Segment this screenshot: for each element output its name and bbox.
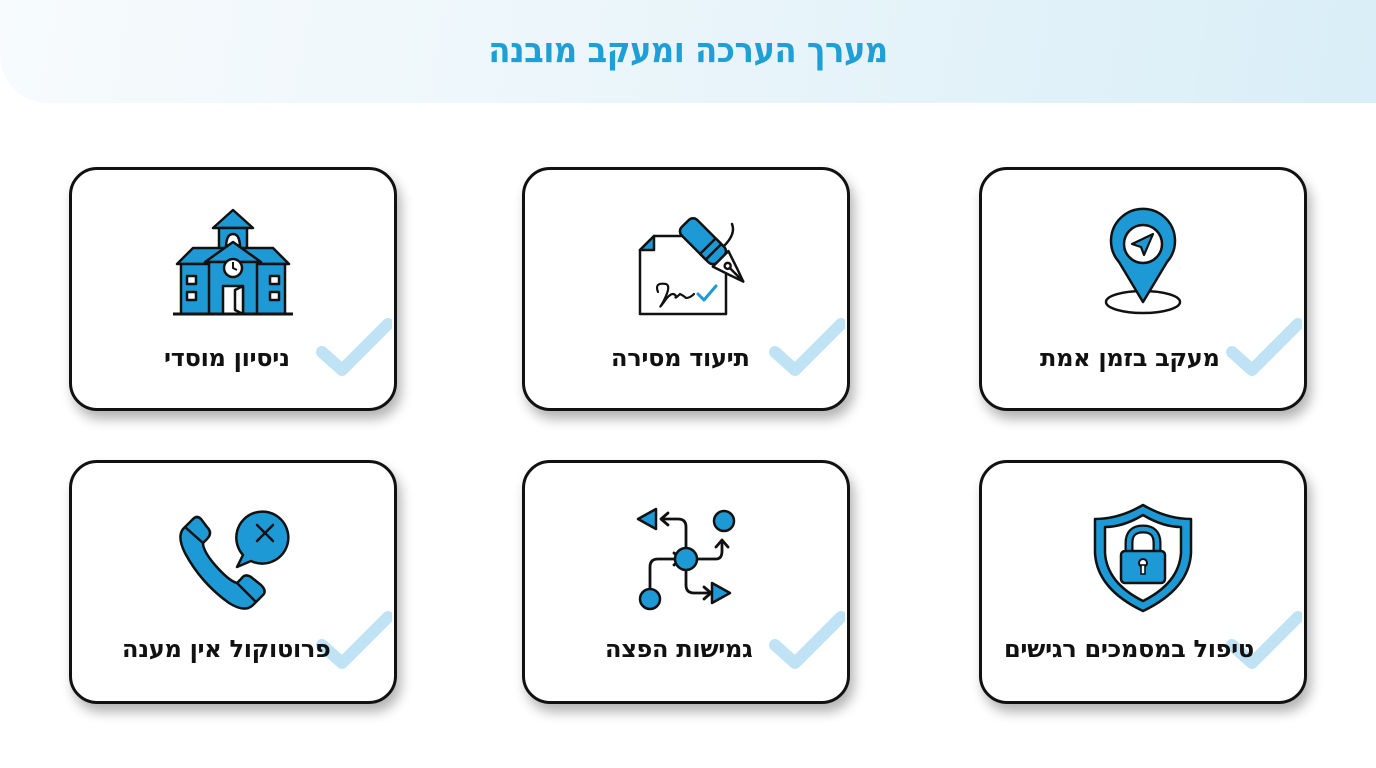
page-header: מערך הערכה ומעקב מובנה [0,0,1376,103]
card-label: פרוטוקול אין מענה [122,635,331,663]
feature-card-no-answer-protocol: פרוטוקול אין מענה [69,460,397,704]
checkmark-icon [1224,316,1304,380]
location-pin-navigation-icon [1081,204,1205,322]
distribution-flow-icon [624,497,748,615]
signed-document-pen-icon [624,204,748,322]
card-label: גמישות הפצה [605,635,753,663]
school-building-icon [171,204,295,322]
feature-card-realtime-tracking: מעקב בזמן אמת [979,167,1307,411]
checkmark-icon [1224,609,1304,673]
card-label: מעקב בזמן אמת [1040,344,1220,372]
checkmark-icon [314,609,394,673]
card-label: טיפול במסמכים רגישים [1004,635,1254,663]
checkmark-icon [767,316,847,380]
card-label: ניסיון מוסדי [164,344,290,372]
feature-card-delivery-documentation: תיעוד מסירה [522,167,850,411]
checkmark-icon [767,609,847,673]
feature-card-institutional-experience: ניסיון מוסדי [69,167,397,411]
card-label: תיעוד מסירה [611,344,750,372]
page-title: מערך הערכה ומעקב מובנה [488,30,888,71]
phone-no-answer-icon [171,497,295,615]
feature-card-sensitive-documents: טיפול במסמכים רגישים [979,460,1307,704]
checkmark-icon [314,316,394,380]
feature-card-distribution-flexibility: גמישות הפצה [522,460,850,704]
shield-lock-icon [1081,497,1205,615]
